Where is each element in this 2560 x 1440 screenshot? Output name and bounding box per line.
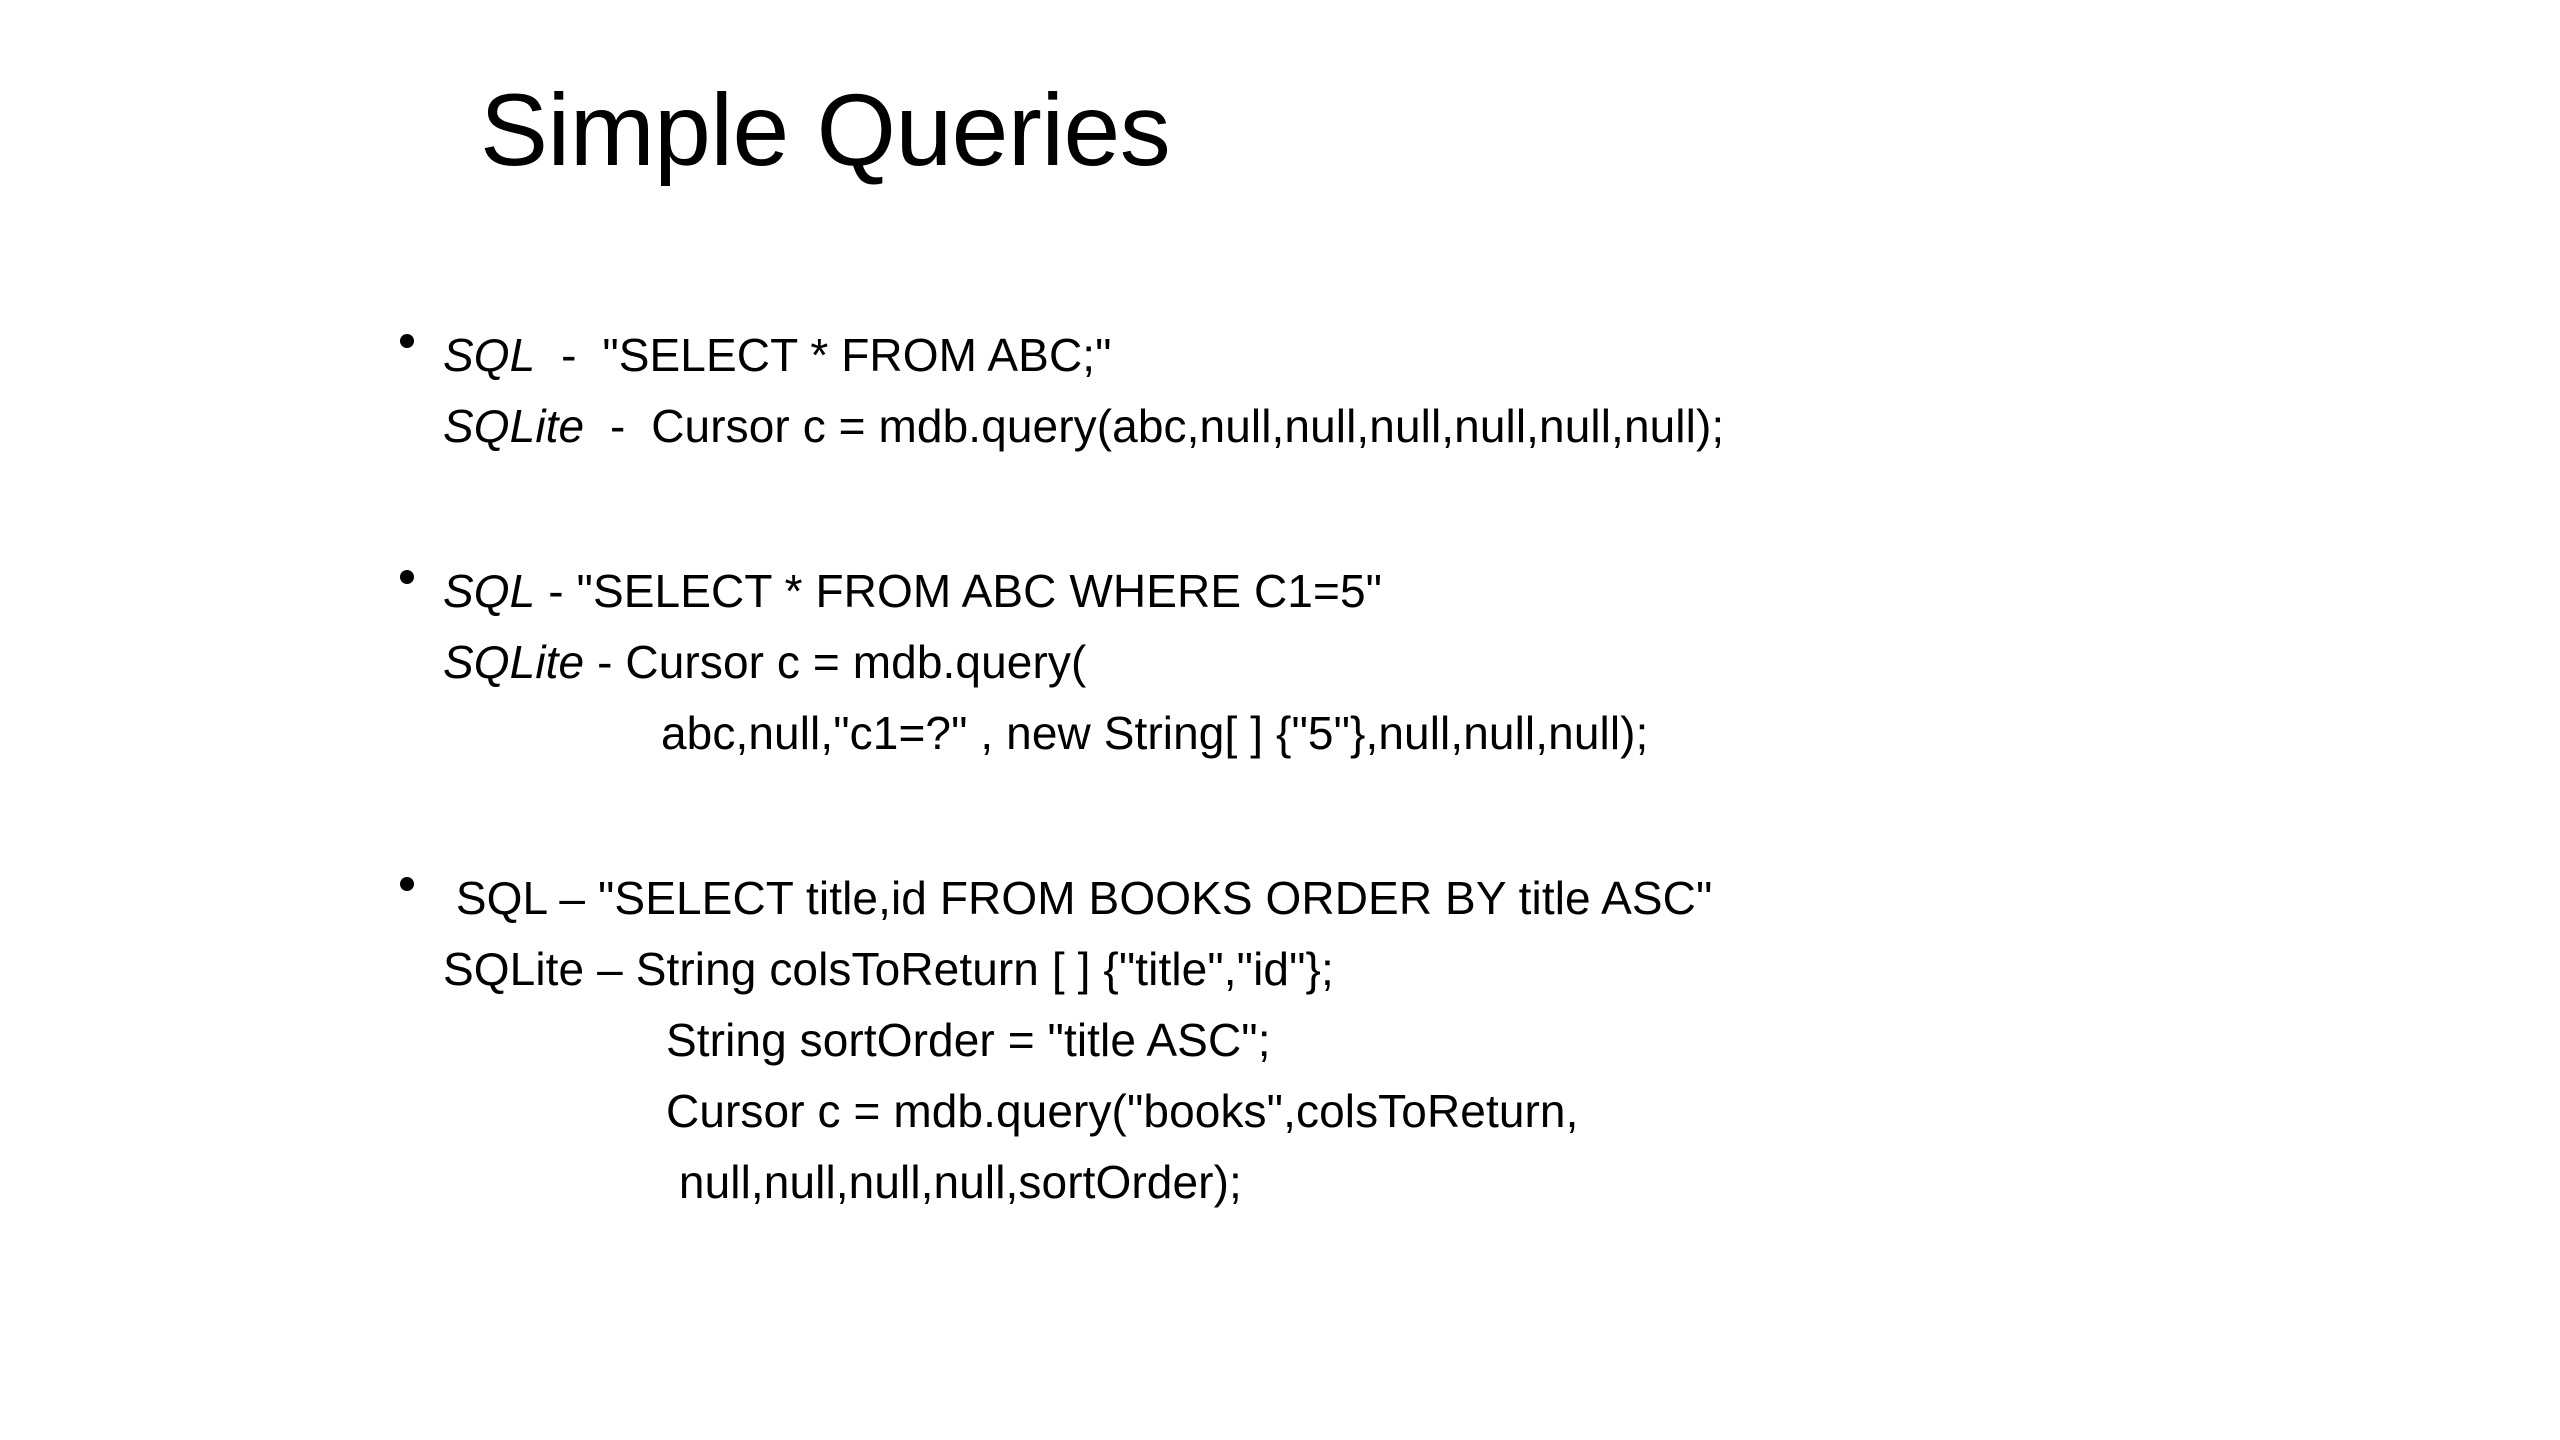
code-line: abc,null,"c1=?" , new String[ ] {"5"},nu… <box>443 698 2390 769</box>
code-line: SQL - "SELECT * FROM ABC;" <box>443 320 2390 391</box>
bullet-group-2-lines: SQL - "SELECT * FROM ABC WHERE C1=5" SQL… <box>390 556 2390 769</box>
code-line: SQL - "SELECT * FROM ABC WHERE C1=5" <box>443 556 2390 627</box>
code-line: Cursor c = mdb.query("books",colsToRetur… <box>443 1076 2390 1147</box>
slide-body: SQL - "SELECT * FROM ABC;" SQLite - Curs… <box>390 320 2390 1218</box>
language-label: SQLite <box>443 943 585 995</box>
code-text: "SELECT title,id FROM BOOKS ORDER BY tit… <box>597 872 1713 924</box>
code-text: Cursor c = mdb.query( <box>625 636 1087 688</box>
code-line: SQLite - Cursor c = mdb.query( <box>443 627 2390 698</box>
separator: - <box>535 565 577 617</box>
code-text: Cursor c = mdb.query("books",colsToRetur… <box>666 1085 1579 1137</box>
separator: - <box>584 636 626 688</box>
bullet-dot-icon <box>400 570 414 584</box>
code-line: SQLite - Cursor c = mdb.query(abc,null,n… <box>443 391 2390 462</box>
code-line: String sortOrder = "title ASC"; <box>443 1005 2390 1076</box>
code-line: null,null,null,null,sortOrder); <box>443 1147 2390 1218</box>
bullet-group-1-lines: SQL - "SELECT * FROM ABC;" SQLite - Curs… <box>390 320 2390 462</box>
bullet-group-2: SQL - "SELECT * FROM ABC WHERE C1=5" SQL… <box>390 556 2390 769</box>
bullet-group-3: SQL – "SELECT title,id FROM BOOKS ORDER … <box>390 863 2390 1218</box>
code-text: null,null,null,null,sortOrder); <box>666 1156 1242 1208</box>
separator: - <box>584 400 652 452</box>
bullet-dot-icon <box>400 877 414 891</box>
bullet-group-3-lines: SQL – "SELECT title,id FROM BOOKS ORDER … <box>390 863 2390 1218</box>
separator: – <box>546 872 598 924</box>
separator: – <box>584 943 636 995</box>
language-label: SQL <box>443 565 536 617</box>
separator: - <box>535 329 603 381</box>
code-text: String sortOrder = "title ASC"; <box>666 1014 1271 1066</box>
code-text: abc,null,"c1=?" , new String[ ] {"5"},nu… <box>661 707 1649 759</box>
code-text: Cursor c = mdb.query(abc,null,null,null,… <box>651 400 1725 452</box>
code-text: String colsToReturn [ ] {"title","id"}; <box>635 943 1334 995</box>
language-label: SQL <box>443 329 536 381</box>
code-line: SQL – "SELECT title,id FROM BOOKS ORDER … <box>443 863 2390 934</box>
page-title: Simple Queries <box>480 73 1171 187</box>
code-line: SQLite – String colsToReturn [ ] {"title… <box>443 934 2390 1005</box>
code-text: "SELECT * FROM ABC;" <box>602 329 1112 381</box>
language-label: SQLite <box>443 636 585 688</box>
code-text: "SELECT * FROM ABC WHERE C1=5" <box>576 565 1383 617</box>
bullet-group-1: SQL - "SELECT * FROM ABC;" SQLite - Curs… <box>390 320 2390 462</box>
language-label: SQL <box>443 872 547 924</box>
bullet-dot-icon <box>400 334 414 348</box>
language-label: SQLite <box>443 400 585 452</box>
